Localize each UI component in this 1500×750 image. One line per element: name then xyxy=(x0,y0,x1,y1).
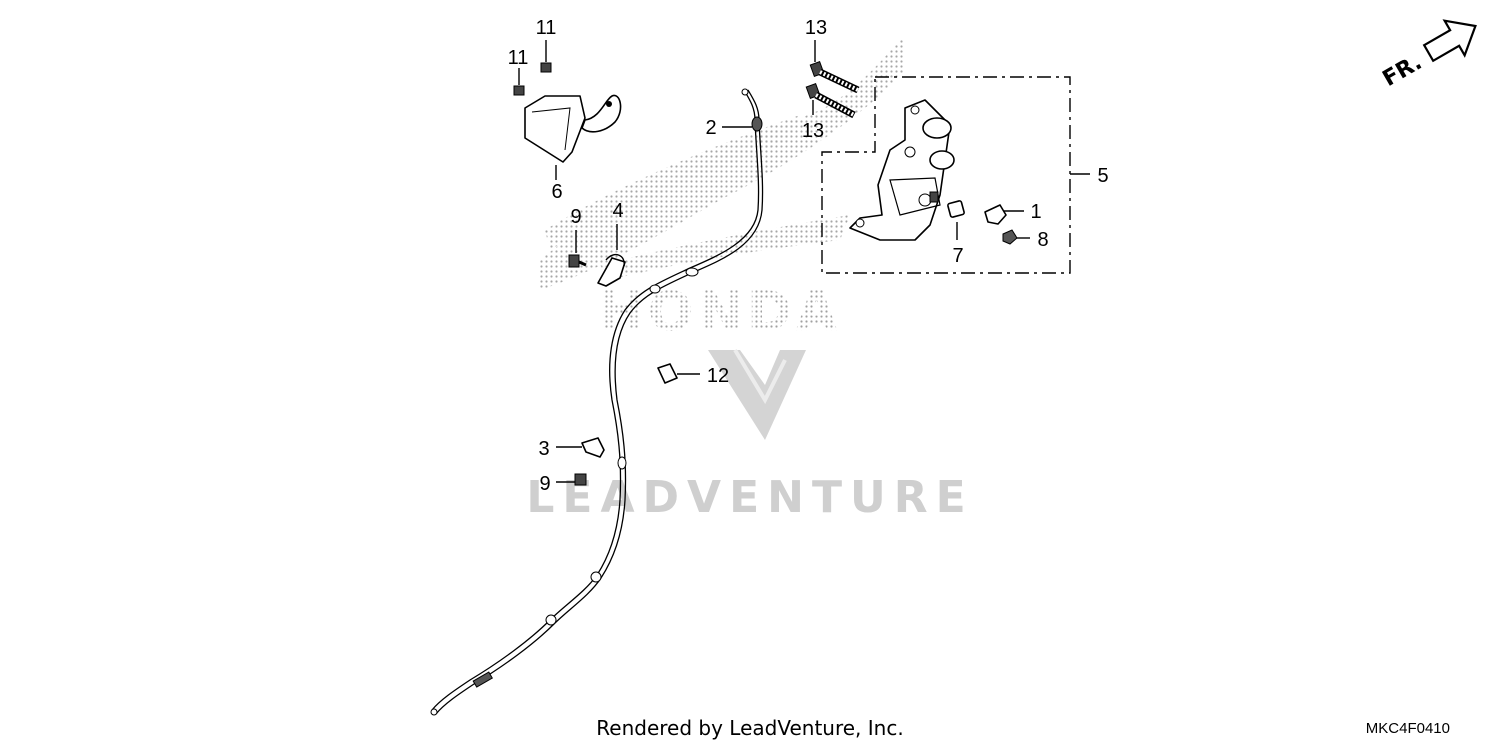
callout-12: 12 xyxy=(707,365,729,387)
callout-7: 7 xyxy=(952,245,963,267)
part-6-cover xyxy=(524,94,622,163)
callout-2: 2 xyxy=(705,117,716,139)
callout-3: 3 xyxy=(538,438,549,460)
brake-pedal-bracket xyxy=(849,99,955,241)
bolt-11-top xyxy=(540,62,552,73)
part-8-nut xyxy=(1002,229,1030,245)
part-4-clamp xyxy=(597,224,626,287)
callout-1: 1 xyxy=(1030,201,1041,223)
part-3-holder xyxy=(556,437,605,458)
part-1-clip xyxy=(984,204,1024,225)
assembly-box-5 xyxy=(821,76,1090,274)
callout-13-top: 13 xyxy=(805,17,827,39)
callout-11-left: 11 xyxy=(508,47,529,69)
front-direction-indicator: FR. xyxy=(1379,19,1477,92)
callout-13-bottom: 13 xyxy=(802,120,824,142)
bolt-11-left xyxy=(513,85,525,96)
part-12-clip xyxy=(657,363,700,384)
honda-wing-watermark xyxy=(540,35,905,290)
bolt-9-upper xyxy=(568,230,587,268)
callout-8: 8 xyxy=(1037,229,1048,251)
bolt-13-lower xyxy=(805,83,856,119)
callout-6: 6 xyxy=(551,181,562,203)
leadventure-watermark-text: LEADVENTURE xyxy=(526,472,973,523)
callouts: 11 11 6 9 4 2 13 13 5 1 7 8 12 3 9 xyxy=(508,17,1109,495)
callout-9-bottom: 9 xyxy=(539,473,550,495)
honda-text-watermark: HONDA xyxy=(599,280,842,343)
callout-4: 4 xyxy=(612,200,623,222)
part-7-bushing xyxy=(947,200,965,218)
callout-11-top: 11 xyxy=(536,17,557,39)
brake-cable xyxy=(430,88,764,716)
bolt-9-lower xyxy=(556,473,587,486)
honda-watermark-text: HONDA xyxy=(599,280,842,343)
callout-5: 5 xyxy=(1097,165,1108,187)
bolt-13-upper xyxy=(809,61,860,94)
arrow-upright-icon xyxy=(1422,19,1477,63)
callout-9-top: 9 xyxy=(570,206,581,228)
rendered-by-credit: Rendered by LeadVenture, Inc. xyxy=(596,716,904,740)
direction-label: FR. xyxy=(1379,50,1427,92)
diagram-code: MKC4F0410 xyxy=(1365,720,1450,737)
leadventure-watermark: LEADVENTURE xyxy=(526,348,973,523)
